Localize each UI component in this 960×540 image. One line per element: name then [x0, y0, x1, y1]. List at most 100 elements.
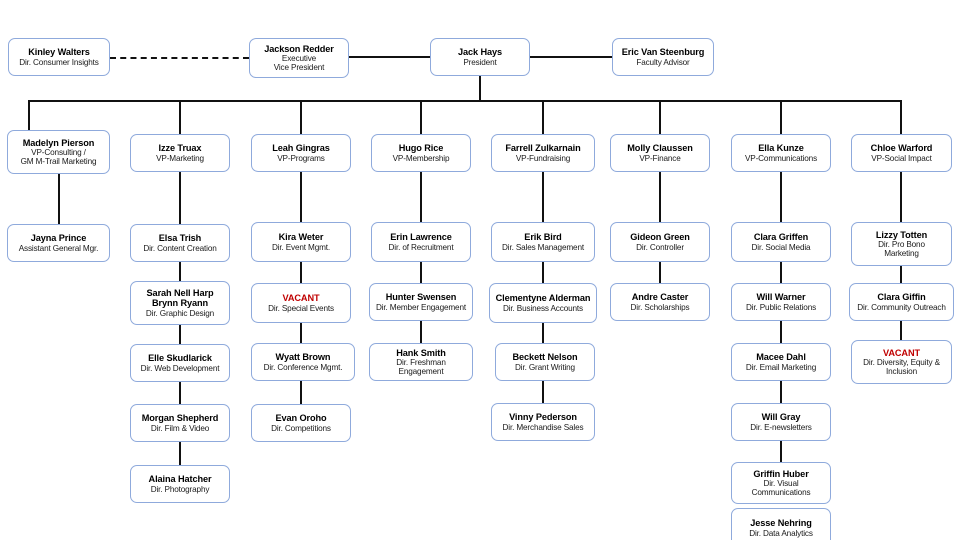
connector-c-elle-morgan: [179, 382, 181, 404]
node-role-title: Marketing: [884, 249, 919, 259]
node-role-title: Dir. Sales Management: [502, 242, 584, 252]
node-role-title: Dir. Business Accounts: [503, 303, 583, 313]
node-person-name: Hugo Rice: [398, 143, 444, 154]
node-person-name: Sarah Nell Harp: [146, 288, 214, 299]
connector-c-erin-hunter: [420, 262, 422, 283]
node-role-title: Dir. Controller: [636, 242, 684, 252]
node-role-title: Dir. Email Marketing: [745, 362, 817, 372]
node-role-title: VP-Finance: [639, 153, 681, 163]
node-person-name: Gideon Green: [630, 232, 690, 243]
connector-c-molly-gideon: [659, 172, 661, 222]
node-person-name: Ella Kunze: [758, 143, 804, 154]
node-role-title: Dir. Consumer Insights: [19, 57, 99, 67]
connector-c-clem-beckett: [542, 323, 544, 343]
connector-c-kira-vacant: [300, 262, 302, 283]
connector-c-drop-madelyn: [28, 100, 30, 130]
node-person-name: Vinny Pederson: [509, 412, 577, 423]
node-person-name: Erin Lawrence: [390, 232, 452, 243]
connector-c-lizzy-clarag2: [900, 266, 902, 283]
node-person-name: Brynn Ryann: [151, 298, 209, 309]
connector-c-erik-clem: [542, 262, 544, 283]
node-role-title: VP-Membership: [392, 153, 450, 163]
node-person-name: Kinley Walters: [28, 47, 90, 58]
connector-c-vp-bus: [28, 100, 902, 102]
node-person-name: Macee Dahl: [756, 352, 806, 363]
node-role-title: VP-Communications: [744, 153, 818, 163]
connector-c-leah-kira: [300, 172, 302, 222]
node-role-title: Dir. E-newsletters: [750, 422, 812, 432]
connector-c-gideon-andre: [659, 262, 661, 283]
connector-c-drop-leah: [300, 100, 302, 134]
node-role-title: Dir. Conference Mgmt.: [263, 362, 343, 372]
node-person-name: Jack Hays: [457, 47, 503, 58]
connector-c-warner-macee: [780, 321, 782, 343]
node-person-name: Wyatt Brown: [275, 352, 331, 363]
node-person-name: Lizzy Totten: [875, 229, 928, 240]
node-vacant-label: VACANT: [883, 347, 920, 358]
connector-c-izze-elsa: [179, 172, 181, 224]
node-role-title: Dir. Data Analytics: [749, 528, 813, 538]
connector-c-clarag2-vacant: [900, 321, 902, 340]
connector-c-beckett-vinny: [542, 381, 544, 403]
node-vacant-label: VACANT: [282, 293, 320, 304]
connector-c-macee-gray: [780, 381, 782, 403]
node-person-name: Erik Bird: [524, 232, 562, 243]
connector-c-hunter-hank: [420, 321, 422, 343]
node-role-title: Dir. Pro Bono: [878, 239, 925, 249]
node-role-title: Dir. Graphic Design: [145, 308, 215, 318]
connector-c-ella-clarag: [780, 172, 782, 222]
connector-c-clarag-warner: [780, 262, 782, 283]
node-person-name: Andre Caster: [631, 292, 689, 303]
node-role-title: Dir. Web Development: [140, 363, 220, 373]
node-role-title: Dir. Content Creation: [143, 243, 217, 253]
node-person-name: Will Warner: [756, 292, 806, 303]
node-person-name: Molly Claussen: [627, 143, 693, 154]
node-role-title: Dir. Member Engagement: [376, 302, 466, 312]
node-role-title: Dir. Merchandise Sales: [502, 422, 584, 432]
node-person-name: Eric Van Steenburg: [621, 47, 705, 58]
node-person-name: Evan Oroho: [275, 413, 327, 424]
connector-c-jackson-jack: [349, 56, 430, 58]
